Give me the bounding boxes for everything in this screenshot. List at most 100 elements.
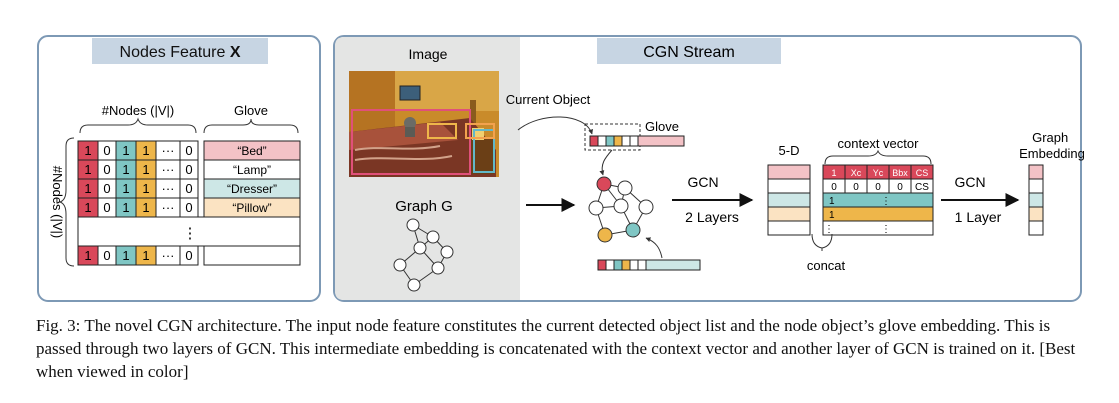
context-header-value: Xc: [851, 168, 862, 178]
matrix-cell-value: 1: [142, 162, 149, 177]
matrix-cell-value: 0: [185, 181, 192, 196]
matrix-cell-value: ···: [162, 143, 175, 158]
matrix-cell-value: 1: [122, 248, 129, 263]
matrix-cell-value: 0: [185, 248, 192, 263]
cgn-architecture-diagram: Nodes Feature X #Nodes (|V|) Glove #Node…: [37, 35, 1085, 302]
embedding-cell: [1028, 178, 1044, 194]
five-d-cell: [767, 178, 811, 194]
lower-feature-vector: [597, 259, 701, 271]
five-d-label: 5-D: [779, 143, 800, 158]
glove-cell-value: “Pillow”: [232, 201, 271, 215]
matrix-cell-value: 0: [103, 200, 110, 215]
vector-glove-segment: [637, 135, 685, 147]
glove-header-label: Glove: [234, 103, 268, 118]
nodes-row-axis-label: #Nodes (|V|): [50, 166, 65, 239]
matrix-cell-value: ···: [162, 162, 175, 177]
matrix-cell-value: ···: [162, 200, 175, 215]
context-header-value: Yc: [873, 168, 884, 178]
node-red: [596, 176, 612, 192]
one-layer-label: 1 Layer: [955, 209, 1002, 225]
matrix-cell-value: 1: [84, 200, 91, 215]
cgn-stream-title: CGN Stream: [643, 44, 735, 61]
glove-cell: [203, 245, 301, 266]
matrix-cell-value: 1: [142, 143, 149, 158]
two-layers-label: 2 Layers: [685, 209, 739, 225]
graph-g-label: Graph G: [395, 198, 453, 215]
context-row2-value: 0: [875, 182, 881, 193]
cgn-stream-header-bg: [597, 38, 781, 64]
context-band-row: [822, 206, 934, 222]
matrix-cell-value: ···: [162, 248, 175, 263]
five-d-cell: [767, 192, 811, 208]
vector-cell: [613, 135, 623, 147]
embedding-cell: [1028, 220, 1044, 236]
concat-brace: [811, 233, 833, 251]
gcn-label-2: GCN: [954, 174, 985, 190]
matrix-cell-value: 1: [84, 248, 91, 263]
vector-cell: [621, 259, 631, 271]
context-row2-value: 0: [897, 182, 903, 193]
matrix-cell-value: 0: [103, 248, 110, 263]
context-dots-mid: ⋮: [881, 196, 891, 207]
context-header-value: 1: [831, 168, 836, 178]
nodes-feature-title: Nodes Feature X: [120, 44, 241, 61]
context-vector-label: context vector: [838, 136, 920, 151]
context-row2-value: 0: [831, 182, 837, 193]
bed-bbox: [351, 109, 471, 175]
nodes-header-brace: [79, 117, 197, 134]
glove-label-small: Glove: [645, 119, 679, 134]
matrix-cell-value: 1: [142, 248, 149, 263]
vector-cell: [621, 135, 631, 147]
context-row2-value: 0: [853, 182, 859, 193]
vector-cell: [629, 135, 639, 147]
matrix-vertical-dots: ⋮: [183, 225, 198, 242]
glove-cell-value: “Lamp”: [233, 163, 271, 177]
matrix-cell-value: 0: [185, 200, 192, 215]
embedding-cell: [1028, 206, 1044, 222]
figure-caption: Fig. 3: The novel CGN architecture. The …: [36, 316, 1076, 381]
context-header-value: Bbx: [892, 168, 908, 178]
context-dots-bottom: ⋮: [881, 224, 891, 235]
node-teal: [625, 222, 641, 238]
pillow-bbox: [427, 123, 457, 139]
five-d-column: [767, 164, 811, 236]
matrix-gap-row: [77, 216, 301, 247]
matrix-cell-value: 1: [142, 181, 149, 196]
context-dots-left: ⋮: [824, 224, 834, 235]
matrix-cell-value: 0: [185, 143, 192, 158]
context-vector-brace: [824, 149, 932, 165]
vector-glove-segment: [645, 259, 701, 271]
vector-cell: [597, 135, 607, 147]
concat-label: concat: [807, 258, 846, 273]
matrix-cell-value: 1: [122, 162, 129, 177]
vector-cell: [605, 259, 615, 271]
five-d-cell: [767, 206, 811, 222]
matrix-cell-value: 1: [122, 200, 129, 215]
context-band-first-value: 1: [829, 210, 835, 221]
vector-cell: [589, 135, 599, 147]
dresser-bbox: [473, 129, 495, 173]
graph-g-small: [393, 218, 454, 292]
matrix-cell-value: 1: [142, 200, 149, 215]
matrix-cell-value: ···: [162, 181, 175, 196]
graph-embedding-column: [1028, 164, 1044, 236]
glove-cell-value: “Dresser”: [227, 182, 277, 196]
current-object-vector: [589, 135, 685, 147]
gcn-label-1: GCN: [687, 174, 718, 190]
context-row2-value: CS: [915, 182, 929, 193]
vector-cell: [605, 135, 615, 147]
glove-header-brace: [203, 118, 299, 134]
context-band-first-value: 1: [829, 196, 835, 207]
bedroom-image: [349, 71, 499, 177]
glove-cell-value: “Bed”: [237, 144, 266, 158]
node-orange: [597, 227, 613, 243]
five-d-cell: [767, 220, 811, 236]
current-object-down-arrow: [599, 149, 613, 176]
vector-cell: [613, 259, 623, 271]
matrix-cell-value: 1: [84, 143, 91, 158]
embedding-cell: [1028, 164, 1044, 180]
embedding-cell: [1028, 192, 1044, 208]
matrix-cell-value: 1: [84, 162, 91, 177]
